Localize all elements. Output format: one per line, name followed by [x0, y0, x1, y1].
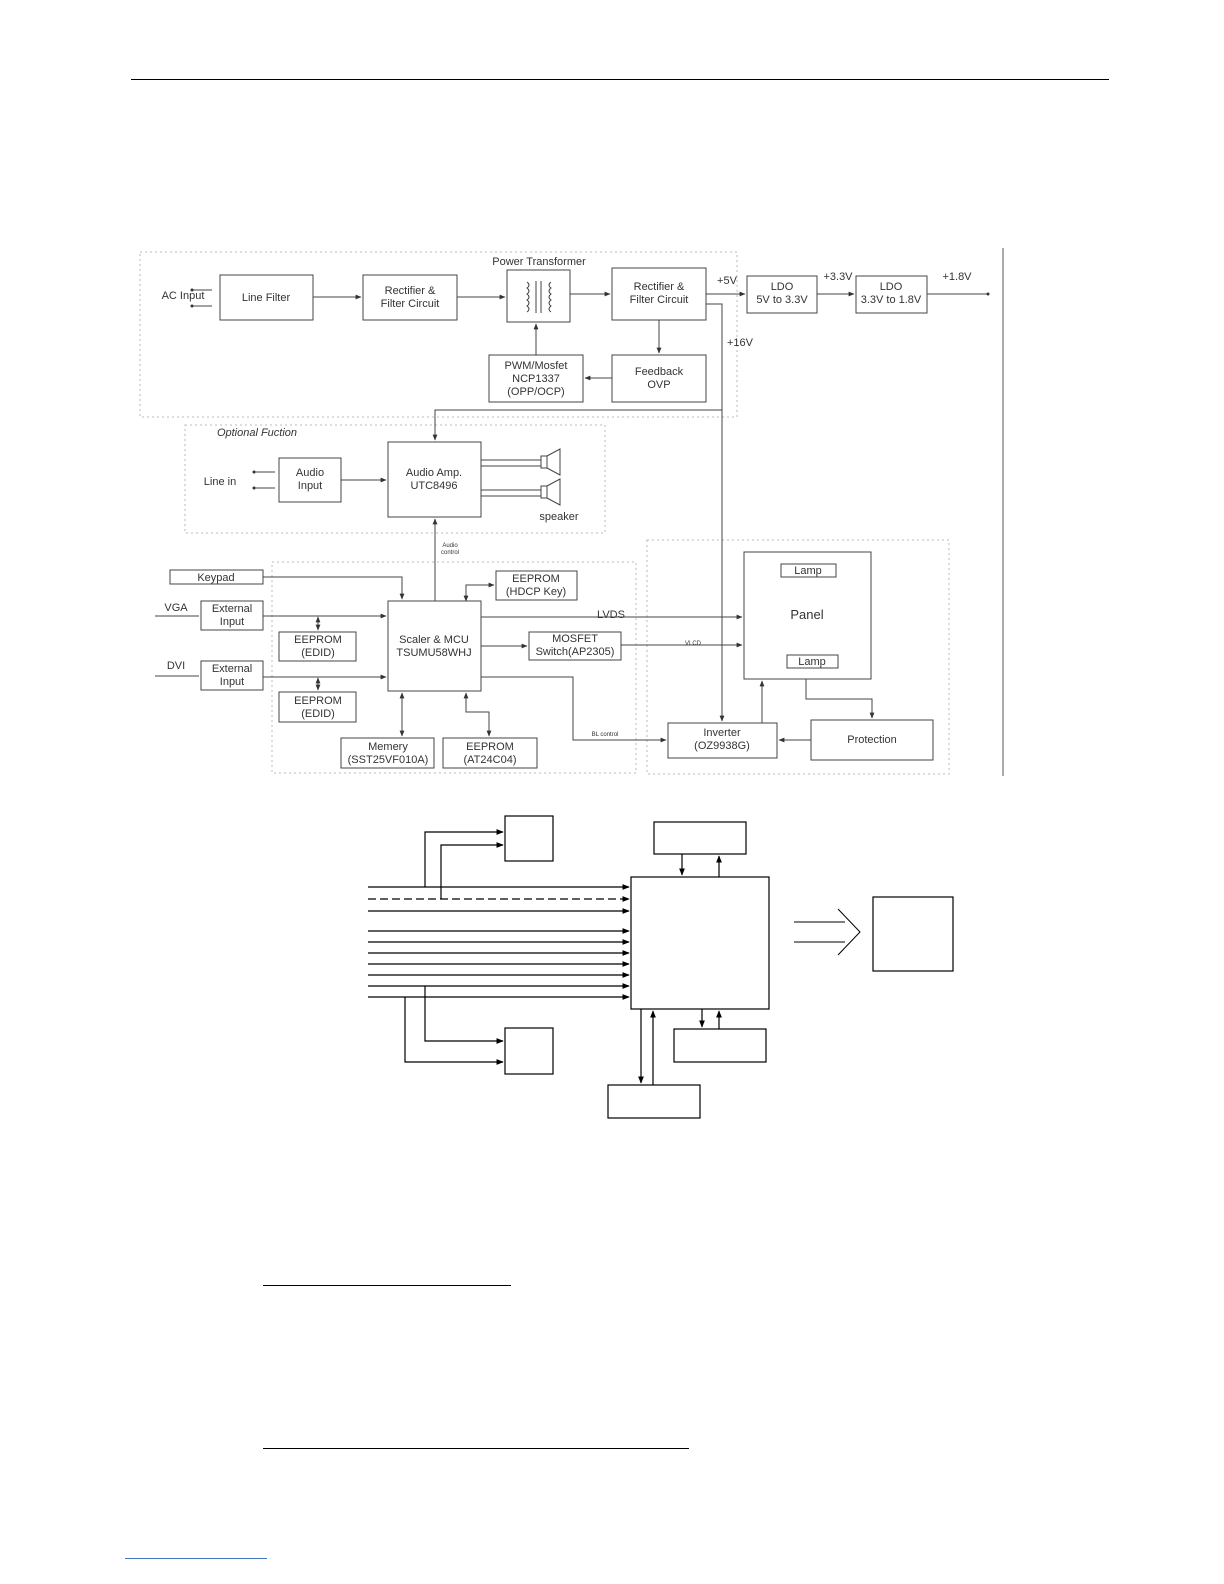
eeprom-edid2-label-1: EEPROM [294, 695, 342, 707]
pwm-label-1: PWM/Mosfet [505, 360, 568, 372]
audio-amp-label-2: UTC8496 [410, 480, 457, 492]
block-labels: AC Input Line Filter Rectifier & Filter … [162, 256, 973, 766]
external-input2-label-2: Input [220, 676, 244, 688]
feedback-label-2: OVP [647, 379, 670, 391]
inverter-label-2: (OZ9938G) [694, 740, 750, 752]
vlcd-label: VLCD [685, 641, 702, 647]
memory-label-1: Memery [368, 741, 408, 753]
audio-control-label-2: control [441, 550, 459, 556]
scaler-label-1: Scaler & MCU [399, 634, 469, 646]
power-transformer-label: Power Transformer [492, 256, 586, 268]
underline-rule-2 [263, 1448, 689, 1449]
keypad-label: Keypad [197, 572, 234, 584]
bl-control-label: BL control [592, 732, 619, 738]
eeprom-edid1-box [278, 631, 357, 662]
footer-link-rule [125, 1558, 267, 1559]
line-filter-label: Line Filter [242, 292, 291, 304]
power-region [139, 251, 738, 418]
rectifier2-label-2: Filter Circuit [630, 294, 689, 306]
line-in-label: Line in [204, 476, 236, 488]
v33-label: +3.3V [823, 271, 853, 283]
flow-lines [368, 829, 861, 1085]
lamp-top-box [780, 563, 837, 578]
panel-label: Panel [790, 607, 823, 622]
underline-rule-1 [263, 1285, 511, 1286]
lvds-label: LVDS [597, 609, 625, 621]
flow-box-main [630, 876, 770, 1010]
speaker-label: speaker [539, 511, 578, 523]
external-input1-label-1: External [212, 603, 252, 615]
audio-amp-box [387, 441, 482, 518]
eeprom-at24-box [442, 737, 538, 769]
eeprom-at24-label-2: (AT24C04) [464, 754, 517, 766]
eeprom-hdcp-label-2: (HDCP Key) [506, 586, 566, 598]
inverter-box [667, 722, 778, 759]
audio-control-label-1: Audio [442, 543, 458, 549]
flow-box-top-small [504, 815, 554, 862]
mosfet-label-2: Switch(AP2305) [536, 646, 615, 658]
scaler-region [271, 561, 637, 774]
memory-label-2: (SST25VF010A) [348, 754, 429, 766]
panel-region [646, 539, 950, 775]
external-input2-label-1: External [212, 663, 252, 675]
flow-boxes [504, 815, 954, 1119]
v16-label: +16V [727, 337, 754, 349]
v18-label: +1.8V [942, 271, 972, 283]
ldo2-label-1: LDO [880, 281, 903, 293]
rectifier1-label-2: Filter Circuit [381, 298, 440, 310]
audio-input-label-2: Input [298, 480, 322, 492]
eeprom-edid2-box [278, 691, 357, 723]
audio-input-label-1: Audio [296, 467, 324, 479]
connections [155, 289, 988, 743]
flow-box-top-wide [653, 821, 747, 855]
feedback-label-1: Feedback [635, 366, 684, 378]
panel-box [743, 551, 872, 680]
pwm-label-2: NCP1337 [512, 373, 560, 385]
terminal-dots [190, 288, 990, 490]
vga-label: VGA [164, 602, 188, 614]
flow-box-bottom-wide [607, 1084, 701, 1119]
optional-function-label: Optional Fuction [217, 427, 297, 439]
ldo2-label-2: 3.3V to 1.8V [861, 294, 922, 306]
flow-box-bottom-small [504, 1027, 554, 1075]
scaler-label-2: TSUMU58WHJ [396, 647, 471, 659]
audio-amp-label-1: Audio Amp. [406, 467, 462, 479]
mosfet-label-1: MOSFET [552, 633, 598, 645]
eeprom-at24-label-1: EEPROM [466, 741, 514, 753]
lamp-top-label: Lamp [794, 565, 822, 577]
protection-label: Protection [847, 734, 897, 746]
transformer-box [506, 269, 571, 323]
eeprom-edid1-label-1: EEPROM [294, 634, 342, 646]
rectifier1-label-1: Rectifier & [385, 285, 436, 297]
optional-audio-region [184, 424, 606, 534]
transformer-coil-icon [526, 281, 552, 313]
mosfet-box [528, 631, 622, 661]
external-input1-label-2: Input [220, 616, 244, 628]
external-input2-box [200, 660, 264, 691]
flow-box-output [872, 896, 954, 972]
eeprom-edid1-label-2: (EDID) [301, 647, 335, 659]
ldo1-label-1: LDO [771, 281, 794, 293]
pwm-label-3: (OPP/OCP) [507, 386, 564, 398]
lamp-bottom-box [786, 654, 839, 669]
flow-box-bottom-right [673, 1028, 767, 1063]
memory-box [340, 737, 435, 769]
eeprom-hdcp-label-1: EEPROM [512, 573, 560, 585]
ldo1-label-2: 5V to 3.3V [756, 294, 808, 306]
dvi-label: DVI [167, 660, 185, 672]
header-rule [131, 79, 1109, 80]
rectifier2-label-1: Rectifier & [634, 281, 685, 293]
inverter-label-1: Inverter [703, 727, 741, 739]
speaker-icon [540, 448, 561, 506]
v5-label: +5V [717, 275, 738, 287]
lamp-bottom-label: Lamp [798, 656, 826, 668]
eeprom-edid2-label-2: (EDID) [301, 708, 335, 720]
region-outlines [139, 251, 950, 775]
eeprom-hdcp-box [495, 570, 578, 601]
ac-input-label: AC Input [162, 290, 205, 302]
